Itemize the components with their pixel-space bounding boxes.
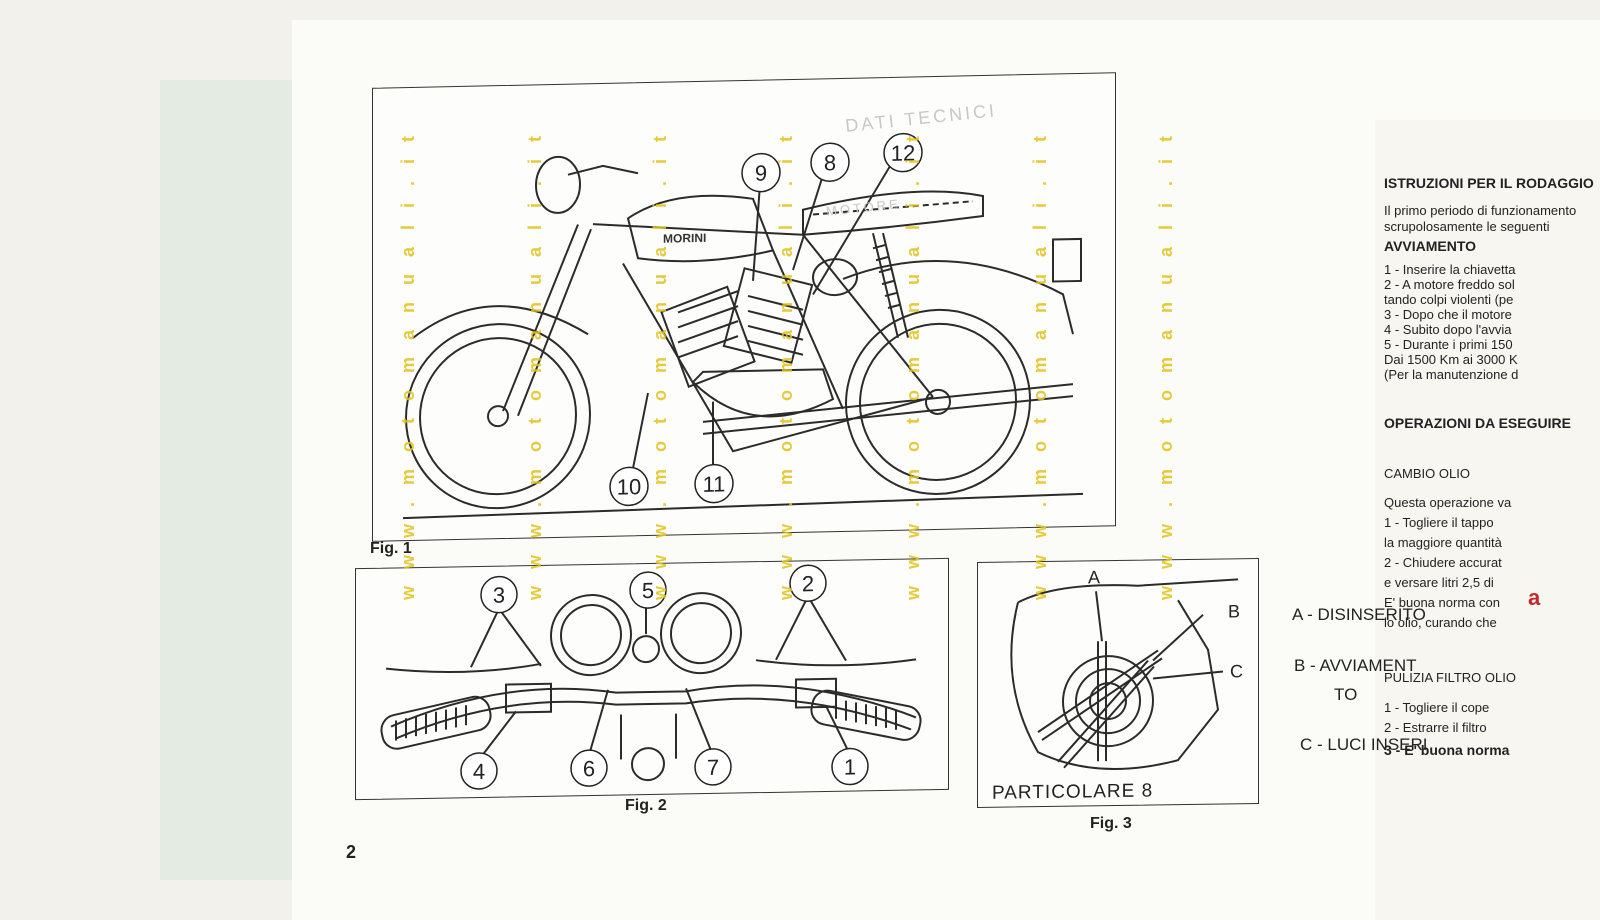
fig2-callout-1: 1	[844, 754, 856, 779]
right-page-heading: AVVIAMENTO	[1384, 238, 1477, 254]
right-page-line: e versare litri 2,5 di	[1384, 575, 1494, 590]
fig1-caption: Fig. 1	[370, 540, 412, 557]
figure-1-motorcycle: MORINI 9 8 12 10 11	[372, 72, 1116, 542]
right-page-line: CAMBIO OLIO	[1384, 466, 1470, 481]
handlebar-drawing: 3 5 2 4 6 7 1	[380, 564, 922, 790]
figure-2-handlebar: 3 5 2 4 6 7 1	[355, 557, 949, 801]
right-page-line: Dai 1500 Km ai 3000 K	[1384, 352, 1518, 367]
fig2-callout-4: 4	[473, 759, 485, 784]
fig2-callout-5: 5	[642, 578, 654, 603]
key-position-c: C - LUCI INSERI	[1300, 735, 1428, 754]
fig3-marker-b: B	[1228, 601, 1240, 621]
right-page-line: 2 - A motore freddo sol	[1384, 277, 1515, 292]
key-position-b-cont: TO	[1334, 685, 1358, 704]
fig1-callout-9: 9	[755, 161, 767, 186]
fig2-callout-7: 7	[707, 755, 719, 780]
fig3-marker-a: A	[1088, 567, 1100, 587]
right-page-line: Il primo periodo di funzionamento	[1384, 203, 1577, 218]
right-page-heading: 3 - E' buona norma	[1384, 742, 1510, 758]
key-position-a: A - DISINSERITO	[1292, 605, 1426, 624]
watermark: w w w . m o t o m a n u a l i . i t	[398, 129, 418, 600]
right-page-line: 1 - Togliere il tappo	[1384, 515, 1494, 530]
key-position-b: B - AVVIAMENT	[1294, 656, 1417, 675]
fig3-caption: Fig. 3	[1090, 815, 1132, 832]
watermark: w w w . m o t o m a n u a l i . i t	[1156, 129, 1176, 600]
fig1-callout-10: 10	[617, 474, 641, 500]
watermark: w w w . m o t o m a n u a l i . i t	[903, 129, 923, 600]
right-page-line: 1 - Togliere il cope	[1384, 700, 1490, 715]
right-page-line: 4 - Subito dopo l'avvia	[1384, 322, 1512, 337]
right-page-line: 2 - Chiudere accurat	[1384, 555, 1502, 570]
watermark: w w w . m o t o m a n u a l i . i t	[1030, 129, 1050, 600]
right-page-line: 3 - Dopo che il motore	[1384, 307, 1512, 322]
tank-logo: MORINI	[663, 231, 706, 246]
fig1-callout-11: 11	[703, 471, 726, 496]
right-page-line: (Per la manutenzione d	[1384, 367, 1519, 382]
right-page-line: tando colpi violenti (pe	[1384, 292, 1514, 307]
fig1-callout-12: 12	[891, 140, 915, 166]
right-page-line: 2 - Estrarre il filtro	[1384, 720, 1487, 735]
fig3-marker-c: C	[1230, 661, 1243, 681]
fig1-callout-8: 8	[824, 150, 836, 175]
watermark: w w w . m o t o m a n u a l i . i t	[650, 129, 670, 600]
right-page-line: lo olio, curando che	[1384, 615, 1497, 630]
page-number: 2	[346, 842, 357, 862]
fig3-label: PARTICOLARE 8	[992, 781, 1153, 804]
right-page-line: 5 - Durante i primi 150	[1384, 337, 1513, 352]
figure-3-ignition-detail: A B C PARTICOLARE 8	[977, 558, 1259, 808]
right-page-heading: ISTRUZIONI PER IL RODAGGIO	[1384, 175, 1594, 191]
right-page-line: 1 - Inserire la chiavetta	[1384, 262, 1516, 277]
watermark: w w w . m o t o m a n u a l i . i t	[776, 129, 796, 600]
right-page-line: Questa operazione va	[1384, 495, 1512, 510]
right-page-line: E' buona norma con	[1384, 595, 1500, 610]
right-page-heading: OPERAZIONI DA ESEGUIRE	[1384, 415, 1571, 431]
fig2-caption: Fig. 2	[625, 797, 667, 814]
fig2-callout-2: 2	[802, 571, 814, 596]
right-page-line: PULIZIA FILTRO OLIO	[1384, 670, 1516, 685]
right-page-line: la maggiore quantità	[1384, 535, 1502, 550]
red-stain-mark: a	[1528, 585, 1541, 610]
fig2-callout-3: 3	[493, 583, 505, 608]
ignition-switch-drawing: A B C PARTICOLARE 8	[992, 567, 1243, 804]
fig2-callout-6: 6	[583, 756, 595, 781]
watermark: w w w . m o t o m a n u a l i . i t	[525, 129, 545, 600]
motorcycle-drawing: MORINI 9 8 12 10 11	[402, 132, 1084, 520]
right-page-line: scrupolosamente le seguenti	[1384, 219, 1550, 234]
facing-page	[1375, 120, 1600, 920]
